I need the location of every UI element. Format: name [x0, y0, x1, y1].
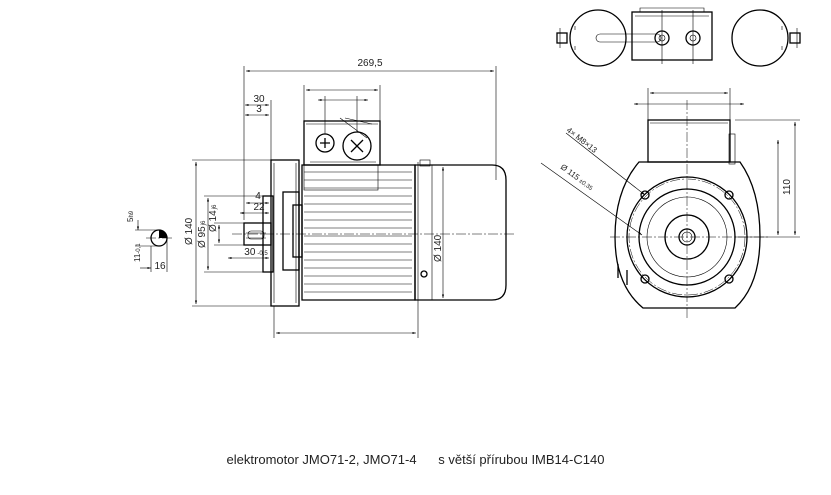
key-height-label: 5h9: [126, 210, 135, 222]
caption-variant: s větší přírubou IMB14-C140: [438, 452, 605, 467]
bolt-holes: [640, 190, 734, 284]
shaft-section: 5h9 11-0,1 16: [126, 210, 172, 272]
body-diameter-label: Ø 140: [433, 234, 444, 262]
flange-offset-label: 3: [256, 104, 262, 115]
flange-diameter-label: Ø 140: [184, 217, 195, 245]
earth-screw-icon: [420, 270, 428, 278]
caption-model: elektromotor JMO71-2, JMO71-4: [226, 452, 417, 467]
cooling-fins: [304, 171, 412, 293]
top-view: [556, 7, 801, 67]
side-view: 269,5 30 3 4 22 30-0,5 Ø 140 Ø 95j6: [184, 58, 515, 338]
front-view: 110 4× M8×13 Ø 115±0,35: [540, 88, 800, 320]
shaft-diameter-label: Ø 14j6: [208, 204, 219, 232]
overall-length-label: 269,5: [357, 58, 382, 69]
terminal-height-label: 110: [782, 179, 793, 195]
spigot-diameter-label: Ø 95j6: [197, 220, 208, 248]
key-depth-label: 11-0,1: [133, 243, 142, 262]
key-length-label: 4: [255, 191, 261, 202]
shaft-length-label: 22: [253, 202, 265, 213]
shaft-section-width-label: 16: [154, 261, 166, 272]
shaft-to-face-label: 30-0,5: [244, 247, 268, 258]
flange-thickness-label: 30: [253, 94, 265, 105]
drawing-caption: elektromotor JMO71-2, JMO71-4 s větší př…: [0, 452, 831, 467]
bolt-holes-label: 4× M8×13: [565, 125, 599, 155]
pcd-label: Ø 115±0,35: [559, 162, 596, 192]
